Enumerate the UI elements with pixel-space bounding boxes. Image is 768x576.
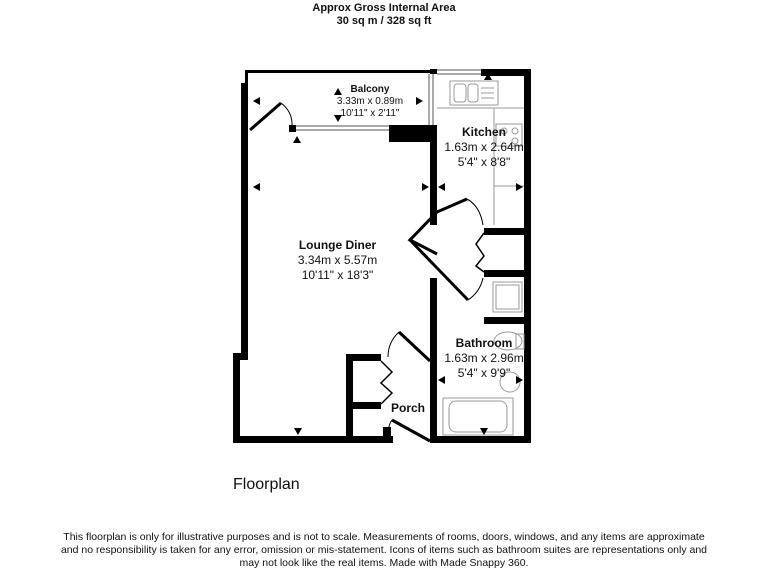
walls	[233, 69, 531, 443]
hob-icon	[495, 123, 523, 147]
doors	[249, 101, 485, 443]
disclaimer: This floorplan is only for illustrative …	[60, 531, 708, 569]
area-title: Approx Gross Internal Area	[312, 2, 456, 14]
room-kitchen: Kitchen 1.63m x 2.64m 5'4" x 8'8"	[444, 125, 524, 169]
room-porch: Porch	[390, 401, 425, 415]
fixtures	[437, 80, 525, 436]
balcony-window	[296, 69, 481, 131]
shower-tray-icon	[492, 281, 523, 313]
kitchen-sink-icon	[449, 80, 499, 106]
bath-icon	[442, 397, 514, 436]
room-bathroom: Bathroom 1.63m x 2.96m 5'4" x 9'9"	[444, 336, 524, 380]
basin-icon	[499, 371, 521, 393]
toilet-icon	[493, 331, 523, 351]
area-value: 30 sq m / 328 sq ft	[336, 15, 432, 27]
room-balcony: Balcony 3.33m x 0.89m 10'11" x 2'11"	[336, 84, 404, 119]
dimension-arrows	[253, 73, 523, 435]
floorplan-caption: Floorplan	[233, 476, 300, 493]
room-lounge-diner: Lounge Diner 3.34m x 5.57m 10'11" x 18'3…	[297, 238, 378, 282]
